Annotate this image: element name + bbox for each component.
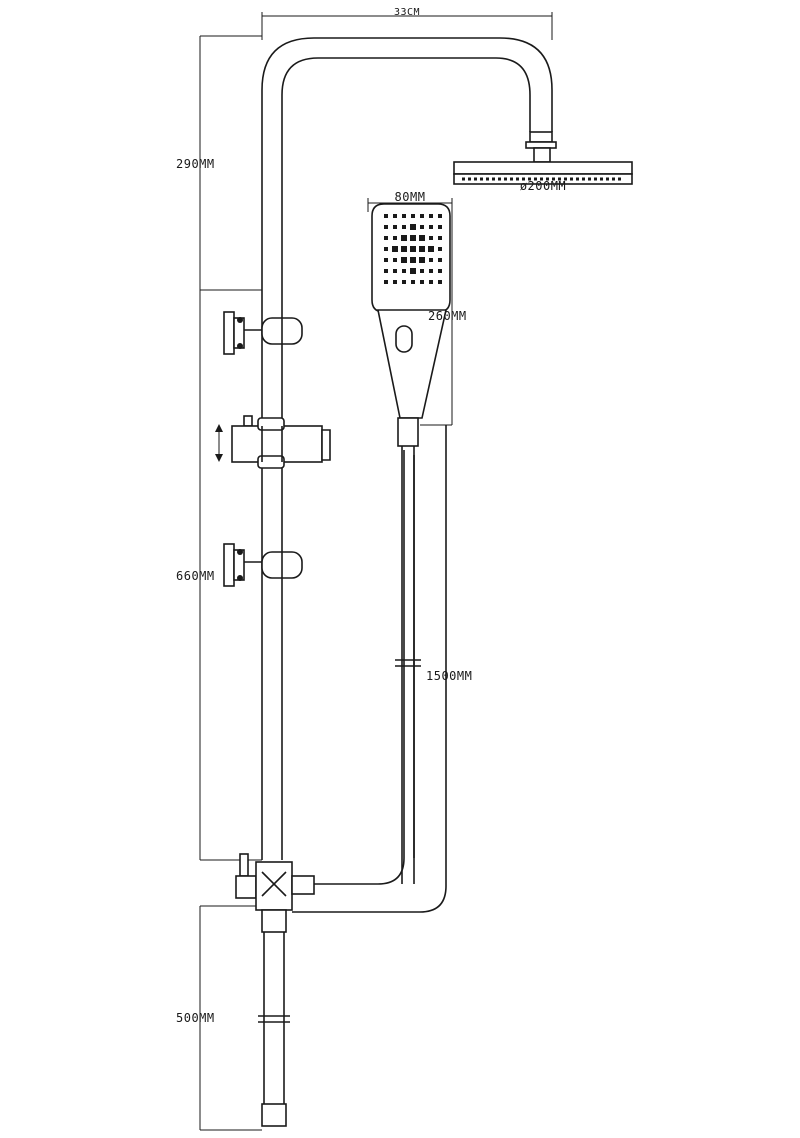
nozzle: [438, 214, 442, 218]
nozzle: [401, 257, 407, 263]
nozzle: [401, 235, 407, 241]
nozzle: [438, 258, 442, 262]
nozzle: [419, 235, 425, 241]
nozzle: [429, 269, 433, 273]
outlet-arm: [292, 425, 447, 913]
nozzle: [393, 236, 397, 240]
nozzle: [393, 258, 397, 262]
nozzle: [393, 280, 397, 284]
nozzle: [393, 225, 397, 229]
nozzle: [429, 258, 433, 262]
hose: [395, 446, 421, 884]
top-width-label: 33CM: [394, 7, 420, 18]
nozzle: [429, 214, 433, 218]
handset-length-label: 260MM: [428, 309, 467, 323]
nozzle: [438, 280, 442, 284]
nozzle: [402, 214, 406, 218]
nozzle: [393, 269, 397, 273]
upper-height-label: 290MM: [176, 157, 215, 171]
head-diameter-label: ø200MM: [520, 179, 566, 193]
nozzle: [420, 214, 424, 218]
nozzle: [384, 225, 388, 229]
handset-width-label: 80MM: [395, 190, 426, 204]
nozzle: [410, 235, 416, 241]
hose-length-label: 1500MM: [426, 669, 472, 683]
adjust-arrow-icon: [215, 424, 223, 462]
nozzle: [438, 269, 442, 273]
rail-height-label: 660MM: [176, 569, 215, 583]
nozzle: [428, 246, 434, 252]
handset-nozzle-grid: [384, 214, 442, 284]
nozzle: [384, 236, 388, 240]
nozzle: [419, 246, 425, 252]
lower-wall-bracket: [223, 543, 303, 587]
nozzle: [438, 236, 442, 240]
nozzle: [384, 269, 388, 273]
nozzle: [384, 214, 388, 218]
slide-bracket: [231, 415, 331, 469]
nozzle: [438, 225, 442, 229]
nozzle: [411, 214, 415, 218]
nozzle: [392, 246, 398, 252]
nozzle: [410, 246, 416, 252]
nozzle: [429, 236, 433, 240]
nozzle: [411, 280, 415, 284]
upper-wall-bracket: [223, 311, 303, 355]
nozzle: [384, 258, 388, 262]
nozzle: [402, 269, 406, 273]
riser-pipe: [261, 37, 553, 860]
nozzle: [420, 269, 424, 273]
nozzle: [401, 246, 407, 252]
nozzle: [420, 225, 424, 229]
nozzle: [410, 268, 416, 274]
lower-height-label: 500MM: [176, 1011, 215, 1025]
nozzle: [393, 214, 397, 218]
nozzle: [420, 280, 424, 284]
nozzle: [402, 225, 406, 229]
nozzle: [419, 257, 425, 263]
dimension-lines: [199, 12, 553, 1131]
nozzle: [410, 257, 416, 263]
nozzle: [429, 225, 433, 229]
diverter-valve: [235, 853, 315, 933]
nozzle: [384, 247, 388, 251]
nozzle: [402, 280, 406, 284]
dimension-labels: 33CM 290MM 660MM 500MM ø200MM 80MM 260MM…: [176, 7, 566, 1025]
inlet-pipe: [258, 932, 290, 1127]
nozzle: [438, 247, 442, 251]
nozzle: [429, 280, 433, 284]
nozzle: [410, 224, 416, 230]
nozzle: [384, 280, 388, 284]
rain-shower-head: [453, 131, 633, 185]
